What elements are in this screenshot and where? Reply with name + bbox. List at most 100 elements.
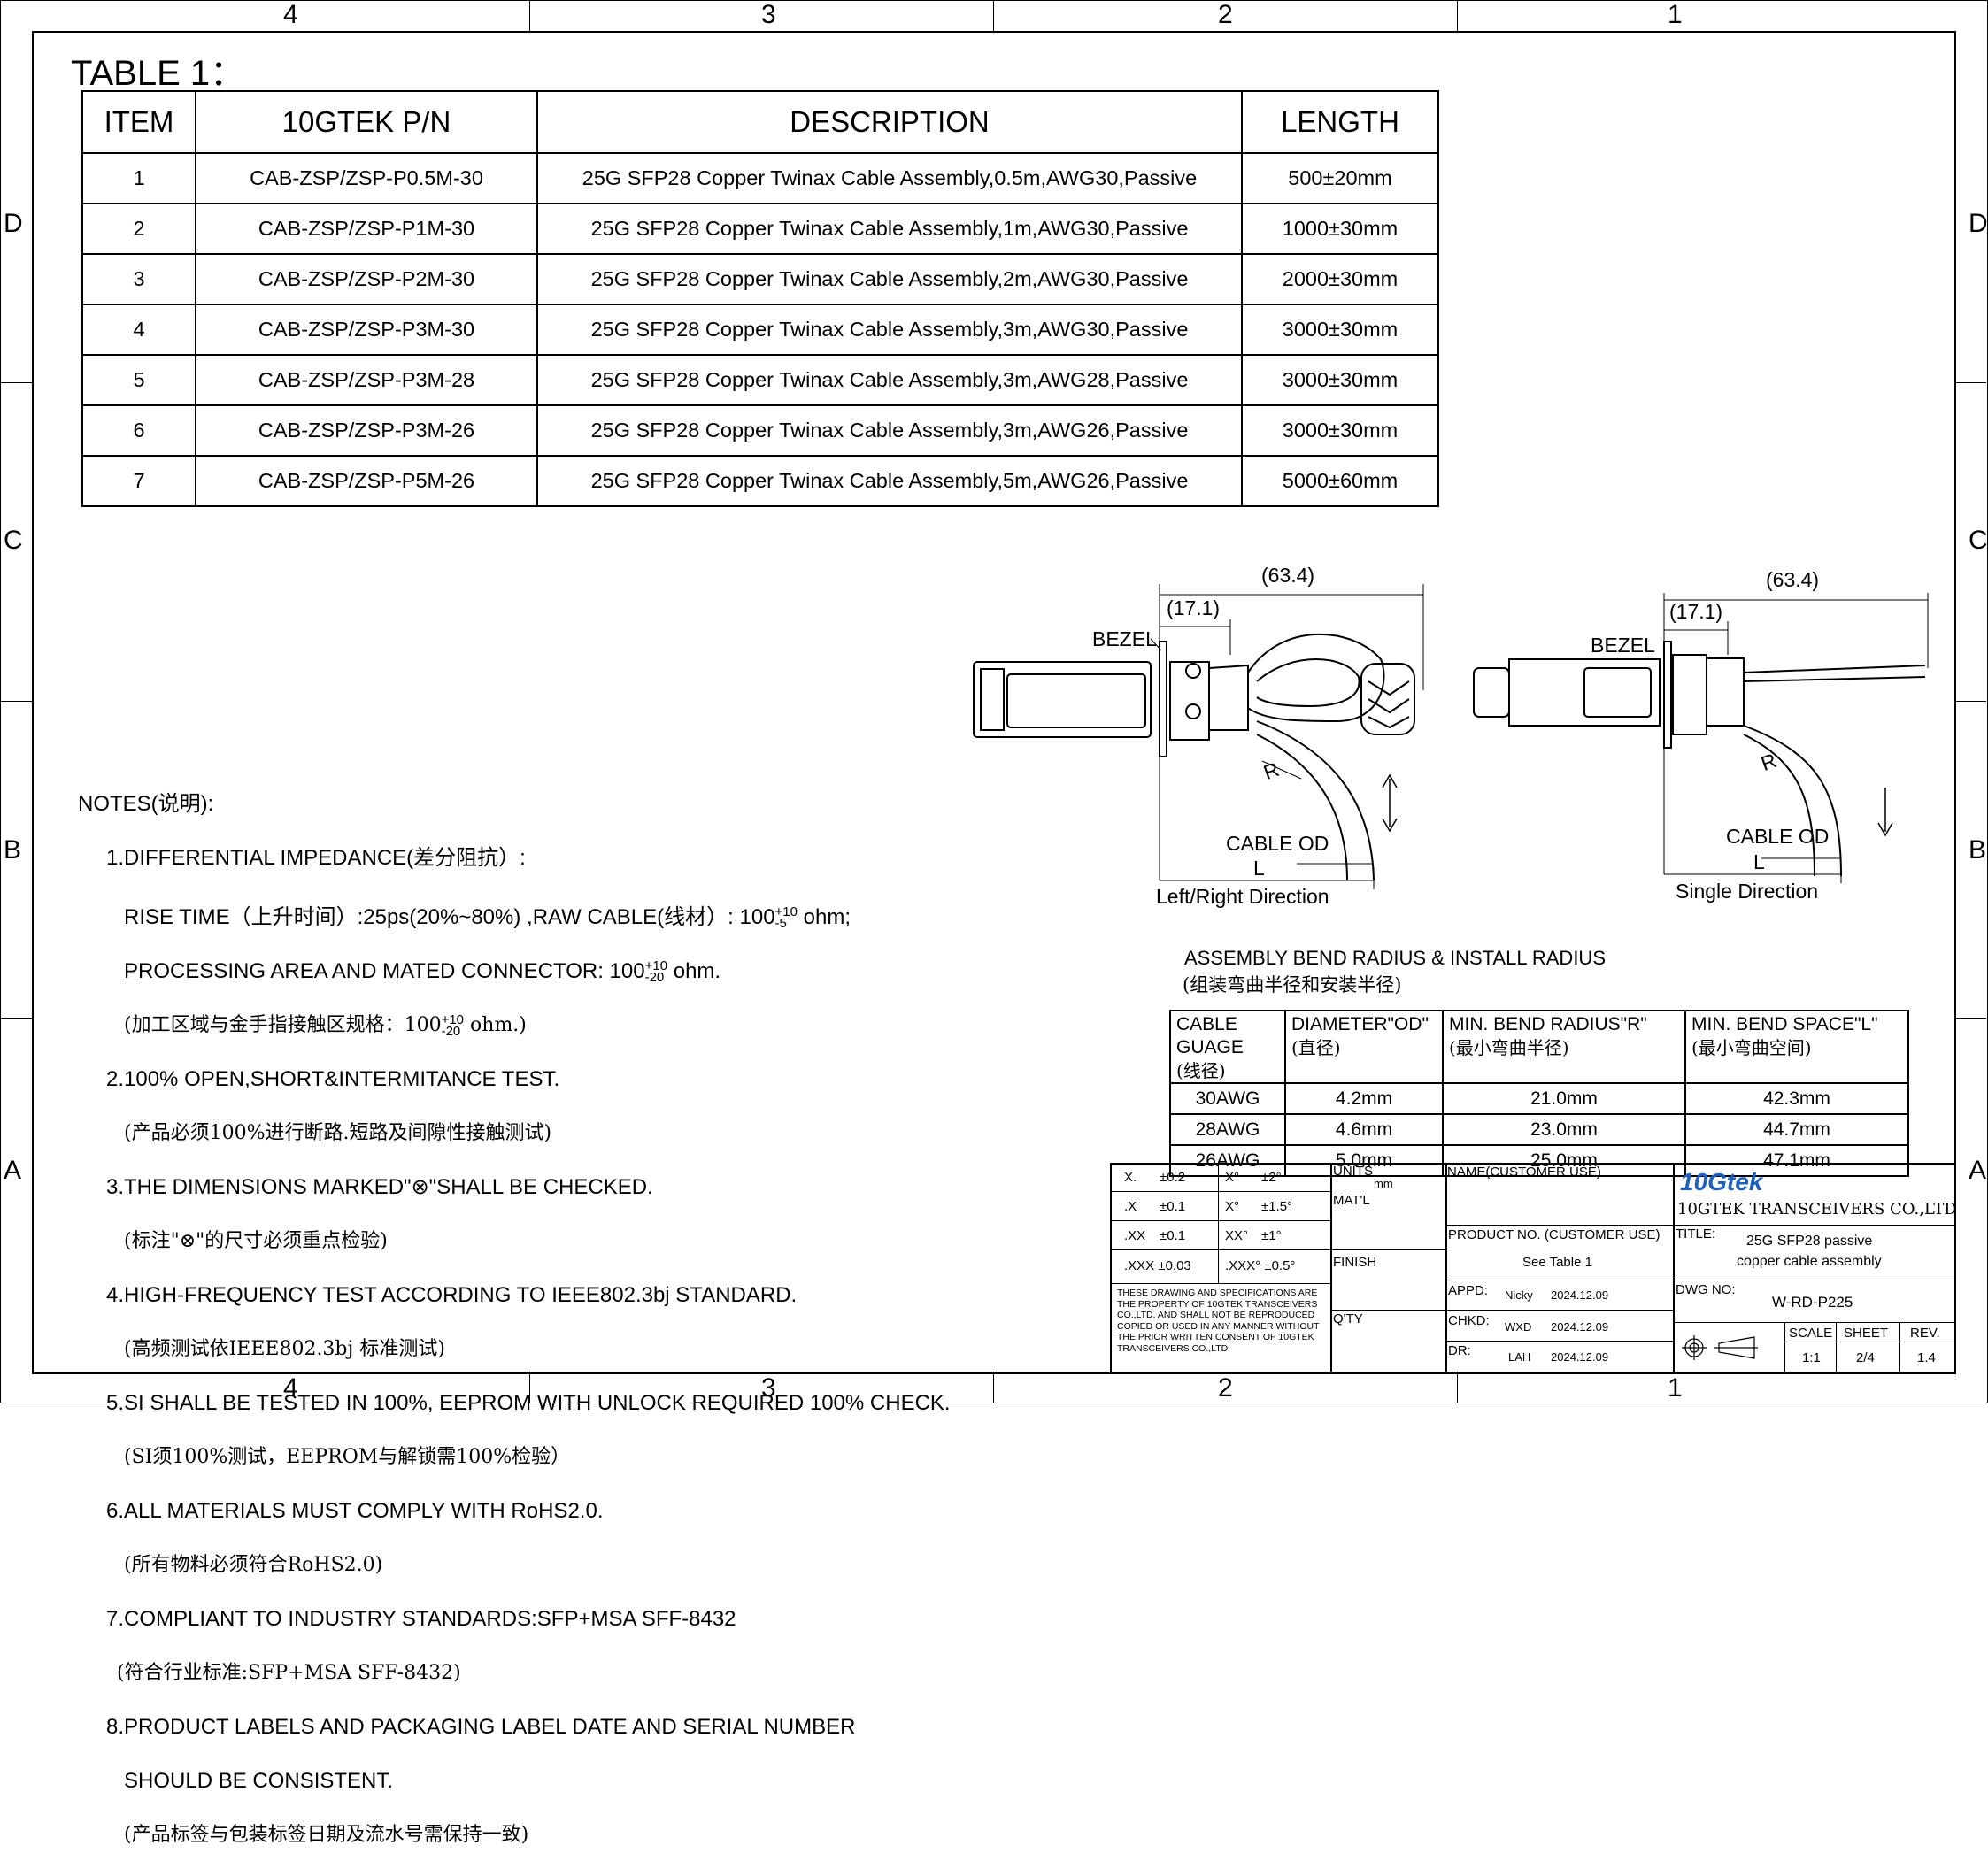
tolerance-cell: ±0.1 bbox=[1160, 1199, 1186, 1214]
tolerance-cell: .XX bbox=[1124, 1228, 1146, 1243]
item-cell: 7 bbox=[81, 455, 196, 507]
direction-arrow-double bbox=[1382, 773, 1398, 833]
note-3-cn: (标注"⊗"的尺寸必须重点检验) bbox=[124, 1229, 388, 1252]
pull-tab-straight-right bbox=[1743, 665, 1926, 682]
length-label-right: L bbox=[1753, 850, 1765, 873]
zone-label-left: B bbox=[4, 835, 22, 865]
pn-cell: CAB-ZSP/ZSP-P2M-30 bbox=[195, 253, 538, 305]
description-cell: 25G SFP28 Copper Twinax Cable Assembly,2… bbox=[536, 253, 1243, 305]
header-length: LENGTH bbox=[1241, 90, 1439, 154]
bend-header-en: MIN. BEND SPACE"L" bbox=[1691, 1014, 1878, 1034]
sfp-body-left bbox=[973, 661, 1152, 738]
tolerance-cell: ±0.1 bbox=[1160, 1228, 1186, 1243]
bend-cell: 44.7mm bbox=[1684, 1113, 1909, 1146]
pn-cell: CAB-ZSP/ZSP-P3M-28 bbox=[195, 354, 538, 406]
table1-caption: TABLE 1： bbox=[71, 54, 246, 93]
dwg-value: W-RD-P225 bbox=[1772, 1294, 1853, 1311]
length-cell: 500±20mm bbox=[1241, 152, 1439, 204]
pn-cell: CAB-ZSP/ZSP-P3M-26 bbox=[195, 404, 538, 457]
bend-radius-table: CABLE GUAGE(线径)DIAMETER"OD"(直径)MIN. BEND… bbox=[1169, 1010, 1909, 1177]
scale-value: 1:1 bbox=[1802, 1350, 1821, 1365]
name-label: NAME(CUSTOMER USE) bbox=[1447, 1165, 1601, 1180]
note-6-cn: (所有物料必须符合RoHS2.0) bbox=[124, 1553, 383, 1576]
tolerance-cell: ±1° bbox=[1261, 1228, 1282, 1243]
zone-tick bbox=[1457, 1372, 1458, 1403]
item-cell: 1 bbox=[81, 152, 196, 204]
description-cell: 25G SFP28 Copper Twinax Cable Assembly,0… bbox=[536, 152, 1243, 204]
length-cell: 1000±30mm bbox=[1241, 203, 1439, 255]
bend-header-cell: DIAMETER"OD"(直径) bbox=[1284, 1010, 1444, 1084]
bezel-label-right: BEZEL bbox=[1591, 634, 1655, 657]
dim-total-right: (63.4) bbox=[1766, 568, 1820, 591]
table-header-row: ITEM 10GTEK P/N DESCRIPTION LENGTH bbox=[81, 90, 1439, 154]
title-line1: 25G SFP28 passive bbox=[1746, 1234, 1873, 1249]
projection-symbol-icon bbox=[1682, 1335, 1758, 1360]
bend-header-cell: CABLE GUAGE(线径) bbox=[1169, 1010, 1286, 1084]
bend-header-cell: MIN. BEND RADIUS"R"(最小弯曲半径) bbox=[1442, 1010, 1686, 1084]
bend-header-cn: (线径) bbox=[1176, 1060, 1226, 1081]
note-4: 4.HIGH-FREQUENCY TEST ACCORDING TO IEEE8… bbox=[106, 1282, 798, 1307]
sfp-label-right bbox=[1583, 667, 1652, 718]
bend-title: ASSEMBLY BEND RADIUS & INSTALL RADIUS bbox=[1184, 947, 1606, 969]
chkd-name: WXD bbox=[1505, 1320, 1532, 1334]
cable-curve-outer-right bbox=[1743, 725, 1842, 877]
bend-cell: 23.0mm bbox=[1442, 1113, 1686, 1146]
length-label-left: L bbox=[1253, 857, 1265, 880]
cable-curve-inner-left bbox=[1256, 734, 1348, 881]
units-value: mm bbox=[1374, 1177, 1393, 1190]
tolerance-cell: .XXX° ±0.5° bbox=[1225, 1258, 1296, 1273]
zone-tick bbox=[1457, 0, 1458, 31]
pull-tab-inner-left bbox=[1256, 658, 1360, 708]
sfp-label-left bbox=[1006, 673, 1146, 728]
note-8b: SHOULD BE CONSISTENT. bbox=[124, 1768, 394, 1793]
bend-cell: 4.2mm bbox=[1284, 1082, 1444, 1115]
dr-label: DR: bbox=[1448, 1343, 1471, 1358]
item-cell: 6 bbox=[81, 404, 196, 457]
length-cell: 3000±30mm bbox=[1241, 304, 1439, 356]
note-1: 1.DIFFERENTIAL IMPEDANCE(差分阻抗）: bbox=[106, 845, 526, 870]
zone-label-bottom: 4 bbox=[283, 1373, 298, 1403]
note-5-cn: (SI须100%测试，EEPROM与解锁需100%检验） bbox=[124, 1445, 571, 1468]
connector-housing-left bbox=[1169, 661, 1210, 741]
caption-left: Left/Right Direction bbox=[1156, 885, 1329, 908]
bend-cell: 42.3mm bbox=[1684, 1082, 1909, 1115]
cable-drawings bbox=[973, 584, 1929, 889]
bend-header-en: MIN. BEND RADIUS"R" bbox=[1449, 1014, 1647, 1034]
length-cell: 3000±30mm bbox=[1241, 354, 1439, 406]
bend-cell: 4.6mm bbox=[1284, 1113, 1444, 1146]
header-description: DESCRIPTION bbox=[536, 90, 1243, 154]
connector-housing-right bbox=[1672, 654, 1707, 735]
notes-block: NOTES(说明): 1.DIFFERENTIAL IMPEDANCE(差分阻抗… bbox=[78, 764, 951, 1876]
item-cell: 4 bbox=[81, 304, 196, 356]
dim-total-left: (63.4) bbox=[1261, 564, 1315, 587]
dwg-label: DWG NO: bbox=[1676, 1282, 1736, 1297]
notes-title: NOTES(说明): bbox=[78, 791, 214, 816]
length-cell: 2000±30mm bbox=[1241, 253, 1439, 305]
matl-label: MAT'L bbox=[1333, 1193, 1370, 1208]
note-2: 2.100% OPEN,SHORT&INTERMITANCE TEST. bbox=[106, 1066, 560, 1091]
cable-curve-outer-left bbox=[1256, 720, 1375, 881]
bend-header-row: CABLE GUAGE(线径)DIAMETER"OD"(直径)MIN. BEND… bbox=[1169, 1010, 1909, 1084]
bend-header-cell: MIN. BEND SPACE"L"(最小弯曲空间) bbox=[1684, 1010, 1909, 1084]
length-cell: 5000±60mm bbox=[1241, 455, 1439, 507]
zone-label-left: A bbox=[4, 1156, 22, 1185]
zone-tick bbox=[0, 382, 32, 383]
bend-cell: 26AWG bbox=[1169, 1144, 1286, 1177]
zone-label-right: D bbox=[1969, 209, 1988, 238]
company-logo: 10Gtek bbox=[1680, 1168, 1763, 1196]
appd-label: APPD: bbox=[1448, 1283, 1489, 1298]
zone-tick bbox=[529, 1372, 530, 1403]
product-no-label: PRODUCT NO. (CUSTOMER USE) bbox=[1448, 1227, 1661, 1242]
note-4-cn: (高频测试依IEEE802.3bj 标准测试) bbox=[124, 1337, 445, 1360]
item-cell: 2 bbox=[81, 203, 196, 255]
title-label: TITLE: bbox=[1676, 1226, 1716, 1242]
zone-label-bottom: 3 bbox=[761, 1373, 776, 1403]
sheet-label: SHEET bbox=[1844, 1326, 1889, 1341]
finish-label: FINISH bbox=[1333, 1255, 1377, 1270]
note-3: 3.THE DIMENSIONS MARKED"⊗"SHALL BE CHECK… bbox=[106, 1174, 653, 1199]
units-label: UNITS bbox=[1333, 1164, 1373, 1179]
